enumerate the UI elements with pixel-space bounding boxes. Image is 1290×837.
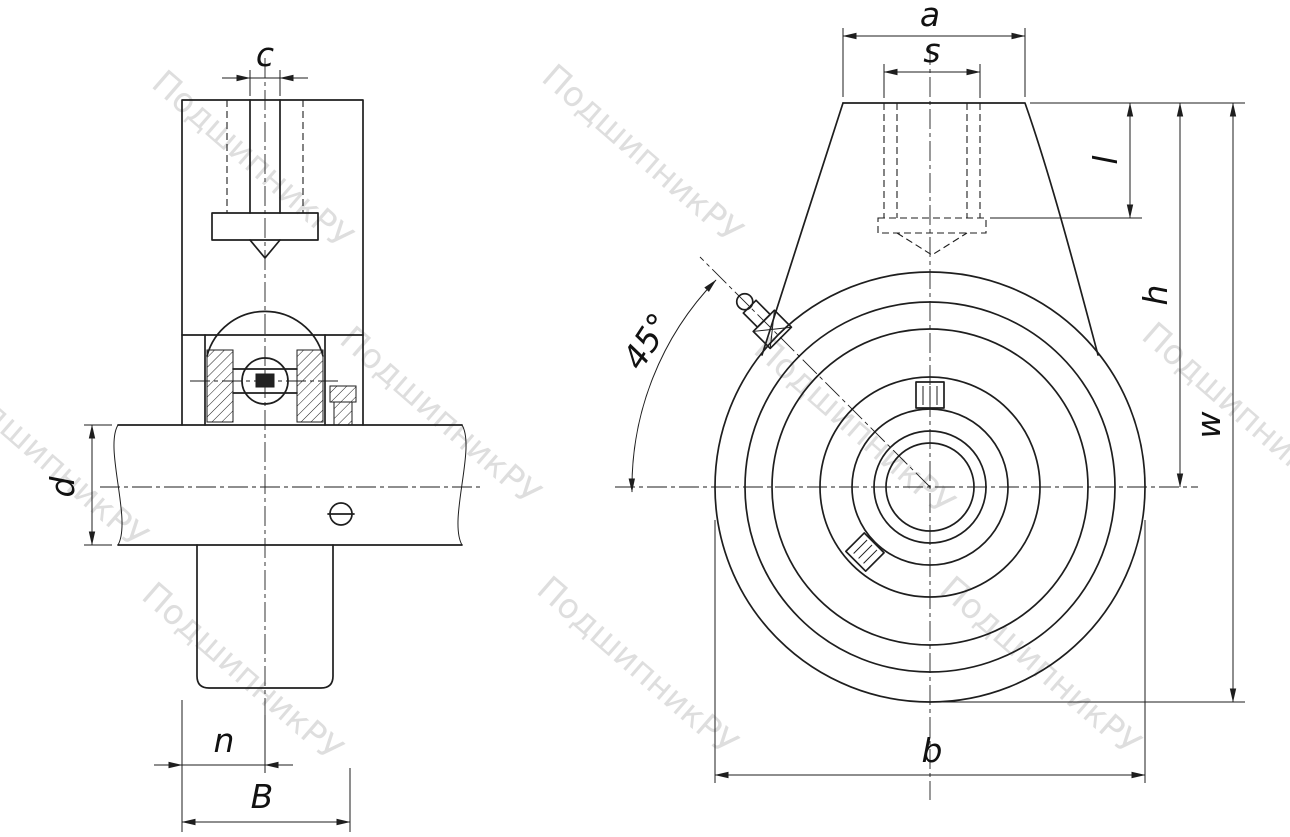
dim-label-45: 45° <box>614 306 679 376</box>
dim-label-n: n <box>214 721 235 760</box>
dim-label-l: l <box>1086 155 1125 164</box>
bearing-section <box>204 310 357 426</box>
dim-label-w: w <box>1189 411 1228 439</box>
watermark-text: ПодшипникРУ <box>144 63 360 258</box>
watermark-text: ПодшипникРУ <box>134 575 350 770</box>
drill-point <box>249 239 281 259</box>
watermark-text: ПодшипникРУ <box>529 569 745 764</box>
dimension-h: h <box>1136 102 1184 488</box>
seal-hatch-right <box>296 349 324 423</box>
dim-label-b: b <box>922 731 943 770</box>
dimension-d: d <box>43 424 112 546</box>
shaft-break-left <box>113 424 123 546</box>
seal-hatch-left <box>206 349 234 423</box>
hanger-arm-right-edge <box>842 102 1099 356</box>
hanger-arm-left-edge <box>761 102 844 356</box>
watermark-text: ПодшипникРУ <box>332 319 548 514</box>
dim-label-a: a <box>920 0 940 34</box>
diagonal-45-centerline <box>699 256 931 488</box>
watermark-text: ПодшипникРУ <box>534 57 750 252</box>
spherical-seat-arc <box>206 310 324 357</box>
dim-label-d: d <box>43 475 82 497</box>
dim-label-B: B <box>251 777 274 816</box>
shaft <box>113 424 467 546</box>
shaft-break-right <box>457 424 467 546</box>
dimension-w: w <box>940 102 1245 703</box>
front-view: a s l h w <box>614 0 1245 800</box>
dim-label-h: h <box>1136 285 1175 306</box>
side-section-view: c d n B <box>43 35 480 832</box>
set-screw-collar <box>329 385 357 403</box>
dimension-b: b <box>714 520 1146 783</box>
dimension-l: l <box>990 102 1142 219</box>
watermark-text: ПодшипникРУ <box>932 569 1148 764</box>
lower-body-outline <box>196 544 334 689</box>
tapped-hole-section <box>211 99 319 259</box>
locking-slot <box>255 373 275 388</box>
dim-label-s: s <box>923 31 940 70</box>
ball-element <box>241 357 289 405</box>
dimension-B: B <box>181 768 351 832</box>
dimension-angle-45: 45° <box>614 279 717 493</box>
dimension-a: a <box>842 0 1026 97</box>
dimension-c: c <box>222 35 308 96</box>
dimension-s: s <box>883 31 981 98</box>
tapped-hole-hidden <box>877 103 987 256</box>
set-screw-lower-left <box>845 532 885 572</box>
grease-fitting <box>735 292 793 350</box>
dim-label-c: c <box>256 35 274 74</box>
set-screw-body <box>333 401 353 426</box>
hanger-arm-outline <box>181 99 364 336</box>
watermark-text: ПодшипникРУ <box>0 362 155 557</box>
set-screw-top <box>915 381 945 409</box>
dimension-n: n <box>154 700 293 832</box>
